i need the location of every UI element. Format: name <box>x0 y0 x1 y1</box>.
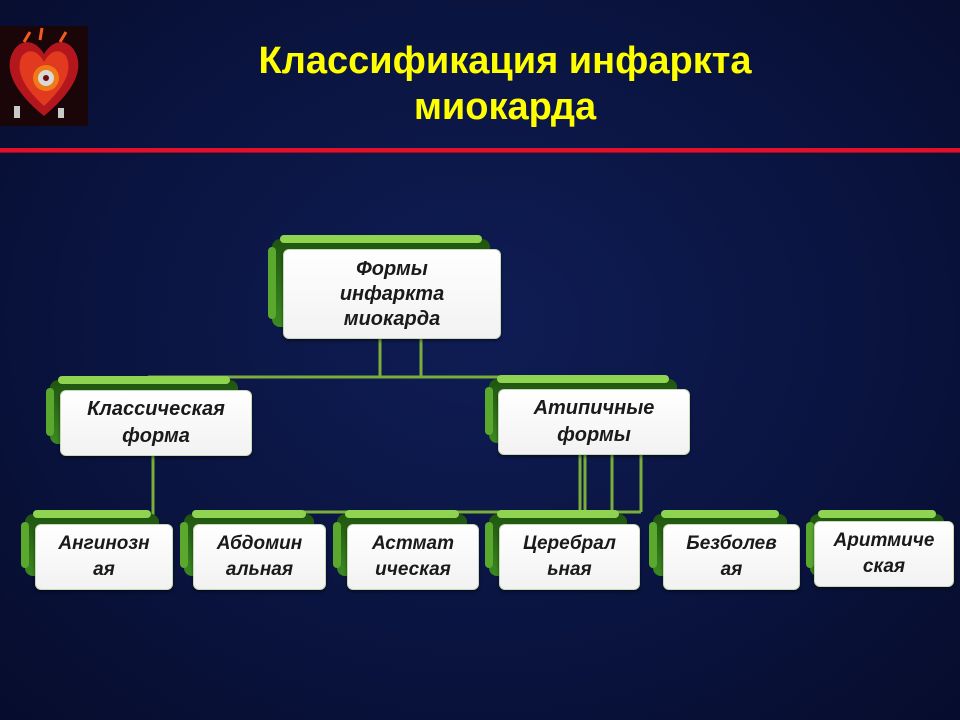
node-classic-form-label: Классическая форма <box>60 390 252 456</box>
node-atypical-forms-label: Атипичные формы <box>498 389 690 455</box>
slide-title: Классификация инфаркта миокарда <box>100 38 910 130</box>
node-leaf-anginal-label: Ангинозн ая <box>35 524 173 590</box>
node-leaf-arrhythmic: Аритмиче ская <box>806 510 956 592</box>
node-leaf-painless-label: Безболев ая <box>663 524 800 590</box>
node-leaf-cerebral: Церебрал ьная <box>485 510 641 592</box>
slide-title-line-2: миокарда <box>413 86 597 128</box>
node-root: Формы инфаркта миокарда <box>268 235 502 339</box>
node-root-label: Формы инфаркта миокарда <box>283 249 501 339</box>
node-leaf-abdominal-label: Абдомин альная <box>193 524 326 590</box>
node-leaf-abdominal: Абдомин альная <box>180 510 328 592</box>
node-atypical-forms: Атипичные формы <box>485 375 691 457</box>
node-leaf-arrhythmic-label: Аритмиче ская <box>814 521 954 587</box>
node-classic-form: Классическая форма <box>46 376 254 458</box>
node-leaf-asthmatic-label: Астмат ическая <box>347 524 479 590</box>
node-leaf-cerebral-label: Церебрал ьная <box>499 524 640 590</box>
node-leaf-asthmatic: Астмат ическая <box>333 510 481 592</box>
title-divider <box>0 148 960 152</box>
node-leaf-anginal: Ангинозн ая <box>21 510 173 592</box>
slide-title-line-1: Классификация инфаркта <box>258 40 752 82</box>
heart-logo-icon <box>0 26 88 126</box>
title-divider-shade <box>0 152 960 153</box>
node-leaf-painless: Безболев ая <box>649 510 801 592</box>
